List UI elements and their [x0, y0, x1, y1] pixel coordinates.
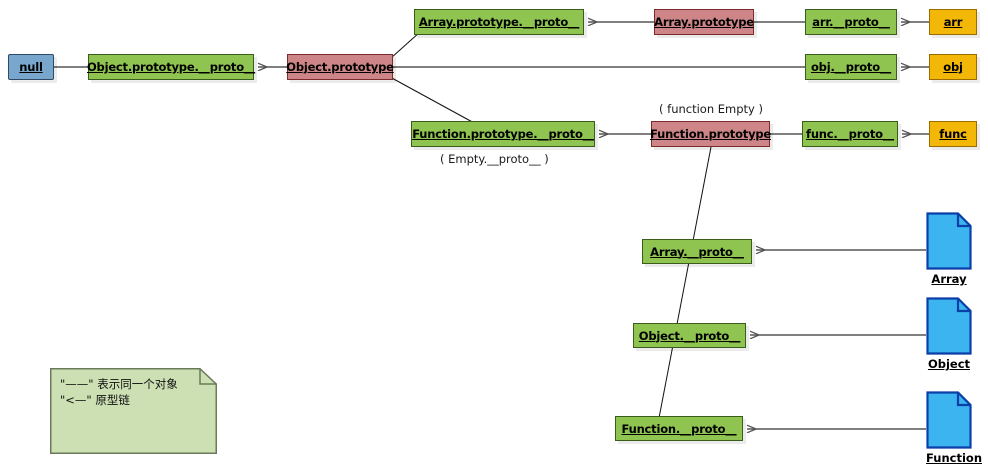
node-obj[interactable]: obj — [929, 54, 977, 80]
node-array-proto[interactable]: Array.__proto__ — [642, 239, 752, 264]
document-array[interactable]: Array — [926, 212, 972, 286]
document-label-object: Object — [927, 357, 971, 371]
document-label-function: Function — [926, 451, 983, 465]
document-icon — [926, 212, 972, 270]
caption-empty-proto: ( Empty.__proto__ ) — [440, 152, 549, 166]
document-label-array: Array — [931, 272, 967, 286]
node-function-prototype-proto[interactable]: Function.prototype.__proto__ — [411, 121, 595, 147]
node-array-prototype-proto[interactable]: Array.prototype.__proto__ — [414, 9, 584, 35]
node-obj-proto[interactable]: obj.__proto__ — [805, 54, 897, 80]
node-object-prototype-proto[interactable]: Object.prototype.__proto__ — [87, 54, 255, 80]
document-icon — [926, 297, 972, 355]
note-shape-icon — [50, 368, 217, 454]
node-arr[interactable]: arr — [929, 9, 977, 35]
node-function-proto[interactable]: Function.__proto__ — [615, 416, 743, 441]
node-arr-proto[interactable]: arr.__proto__ — [805, 9, 897, 35]
document-function[interactable]: Function — [926, 391, 982, 465]
legend-line-2: "<—" 原型链 — [60, 393, 130, 407]
node-array-prototype[interactable]: Array.prototype — [654, 9, 754, 35]
edge-functionproto-downchain — [658, 146, 712, 419]
node-func[interactable]: func — [929, 121, 977, 147]
node-function-prototype[interactable]: Function.prototype — [650, 121, 771, 147]
legend-note: "——" 表示同一个对象 "<—" 原型链 — [50, 368, 217, 454]
edge-objectproto-functionprotoproto — [389, 76, 477, 125]
node-object-proto[interactable]: Object.__proto__ — [633, 323, 746, 348]
caption-function-empty: ( function Empty ) — [659, 102, 763, 116]
legend-line-1: "——" 表示同一个对象 — [60, 377, 178, 391]
node-object-prototype[interactable]: Object.prototype — [286, 54, 394, 80]
document-icon — [926, 391, 972, 449]
node-null[interactable]: null — [8, 54, 54, 80]
document-object[interactable]: Object — [926, 297, 972, 371]
node-func-proto[interactable]: func.__proto__ — [802, 121, 898, 147]
